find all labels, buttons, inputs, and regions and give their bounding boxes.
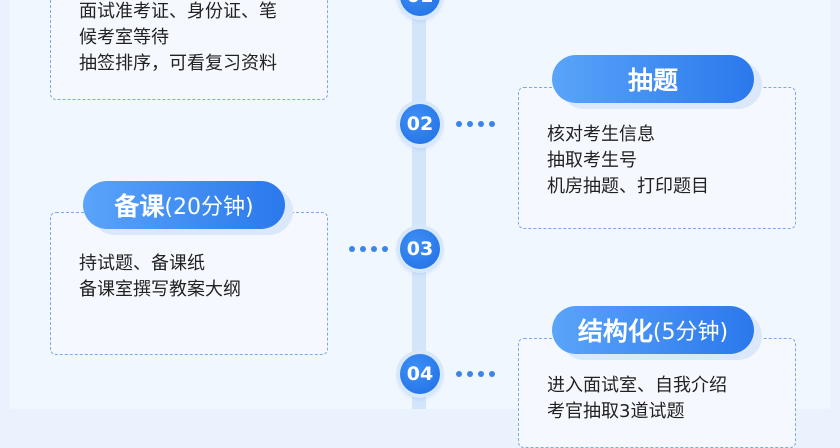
step2-line-3: 机房抽题、打印题目 xyxy=(547,176,709,197)
step2-connector-dots xyxy=(456,121,495,127)
step4-line-1: 进入面试室、自我介绍 xyxy=(547,375,727,396)
step3-line-2: 备课室撰写教案大纲 xyxy=(79,279,241,300)
step2-title: 抽题 xyxy=(627,66,678,95)
step3-line-1: 持试题、备课纸 xyxy=(79,253,205,274)
step4-title: 结构化 xyxy=(577,317,653,346)
step3-connector-dots xyxy=(349,246,388,252)
step3-title-pill: 备课 (20分钟) xyxy=(83,181,285,229)
step2-title-pill: 抽题 xyxy=(552,55,754,103)
step2-line-2: 抽取考生号 xyxy=(547,150,637,171)
step1-line-2: 候考室等待 xyxy=(79,27,169,48)
step-node-01: 01 xyxy=(400,0,440,16)
step4-card: 进入面试室、自我介绍 考官抽取3道试题 xyxy=(518,338,796,448)
step4-connector-dots xyxy=(456,371,495,377)
step1-card: 面试准考证、身份证、笔 候考室等待 抽签排序，可看复习资料 xyxy=(50,0,328,100)
step3-card: 持试题、备课纸 备课室撰写教案大纲 xyxy=(50,212,328,355)
step3-duration: (20分钟) xyxy=(164,195,254,220)
step-node-04: 04 xyxy=(400,354,440,394)
step4-title-pill: 结构化 (5分钟) xyxy=(552,306,754,354)
step2-card: 核对考生信息 抽取考生号 机房抽题、打印题目 xyxy=(518,87,796,229)
step1-line-1: 面试准考证、身份证、笔 xyxy=(79,1,277,22)
step-node-02: 02 xyxy=(400,104,440,144)
step2-line-1: 核对考生信息 xyxy=(547,124,655,145)
step1-line-3: 抽签排序，可看复习资料 xyxy=(79,53,277,74)
step-node-03: 03 xyxy=(400,229,440,269)
timeline-line xyxy=(412,0,426,409)
step4-duration: (5分钟) xyxy=(652,320,729,345)
step4-line-2: 考官抽取3道试题 xyxy=(547,401,685,422)
step3-title: 备课 xyxy=(114,192,165,221)
